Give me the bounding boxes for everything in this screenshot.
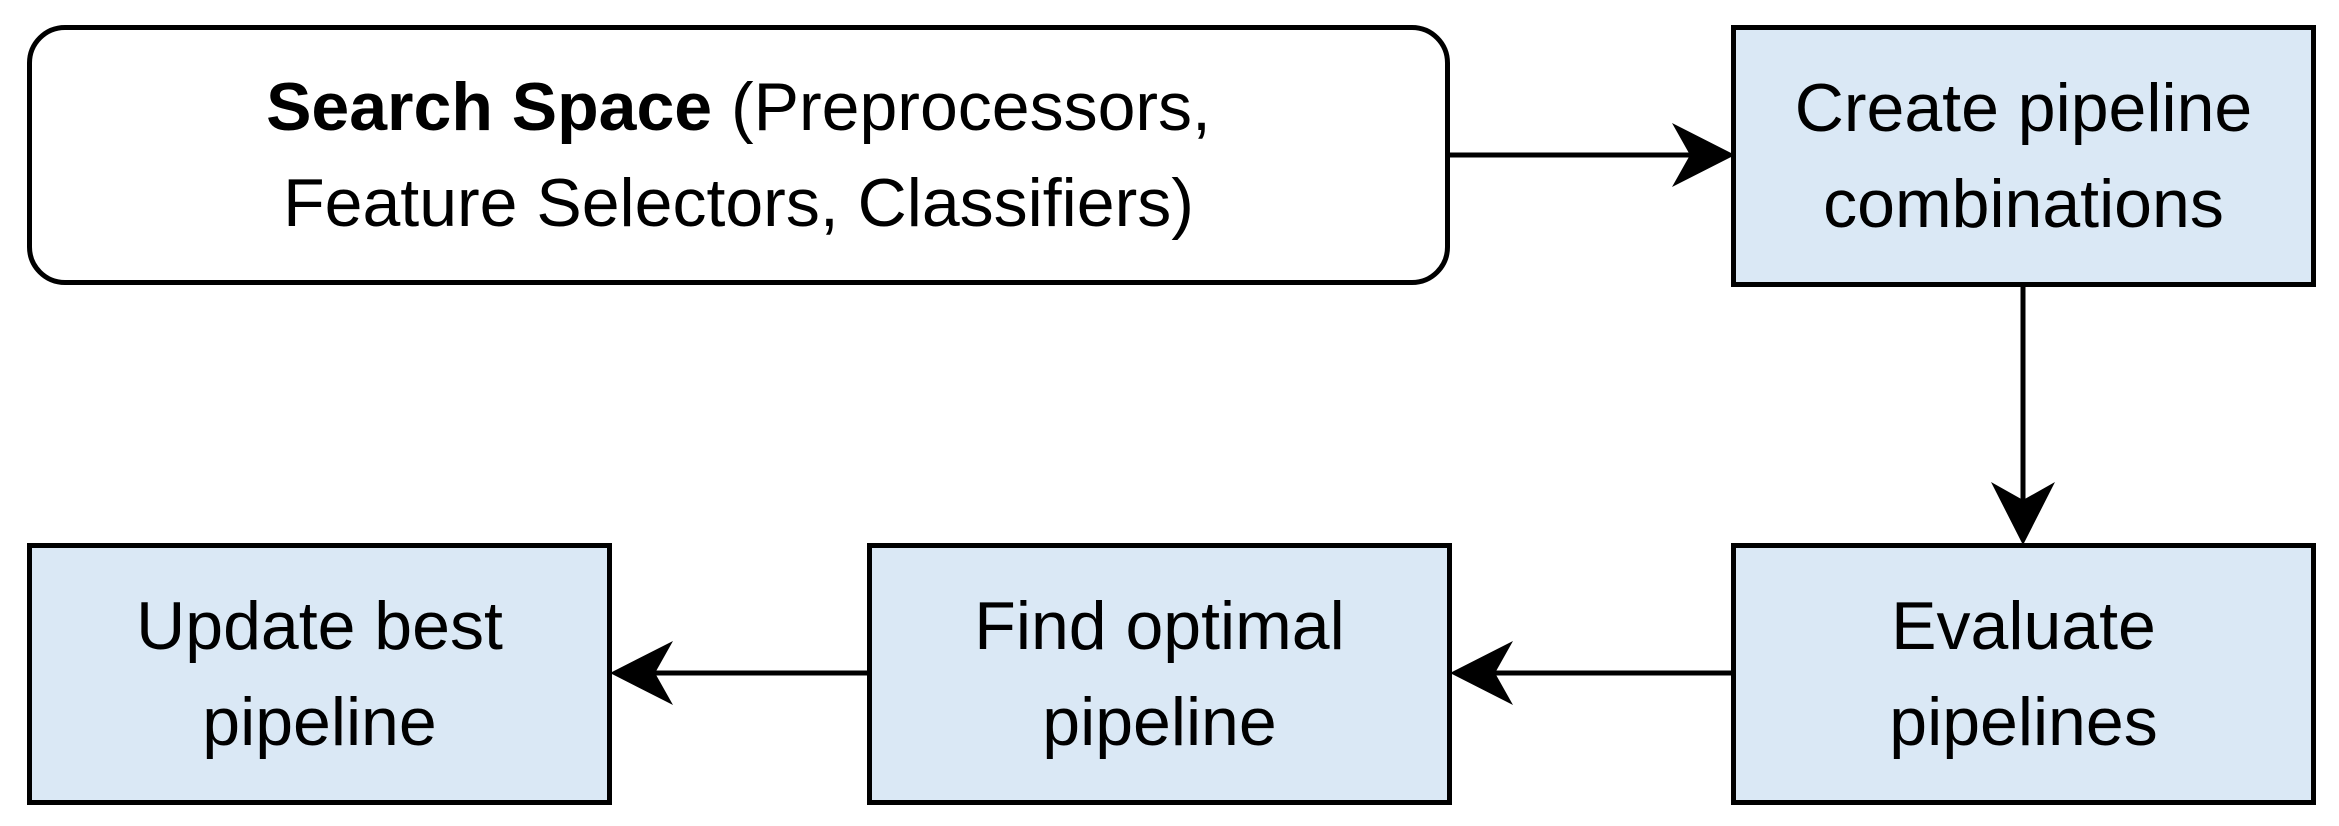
update-best-node: Update best pipeline: [27, 543, 612, 805]
search-space-subtitle: (Preprocessors,: [712, 69, 1211, 145]
find-optimal-node: Find optimal pipeline: [867, 543, 1452, 805]
search-space-line-2: Feature Selectors, Classifiers): [283, 165, 1194, 241]
search-space-title: Search Space: [266, 69, 713, 145]
find-optimal-line-2: pipeline: [1042, 684, 1277, 760]
update-best-line-2: pipeline: [202, 684, 437, 760]
create-pipeline-line-1: Create pipeline: [1794, 70, 2253, 146]
edge-search-to-create: [1450, 123, 1735, 187]
create-pipeline-node: Create pipeline combinations: [1731, 25, 2316, 287]
update-best-line-1: Update best: [136, 588, 503, 664]
create-pipeline-line-2: combinations: [1823, 166, 2224, 242]
evaluate-line-1: Evaluate: [1891, 588, 2156, 664]
evaluate-pipelines-node: Evaluate pipelines: [1731, 543, 2316, 805]
search-space-line-1: Search Space (Preprocessors,: [266, 59, 1211, 155]
edge-create-to-evaluate: [1991, 287, 2055, 545]
evaluate-line-2: pipelines: [1889, 684, 2158, 760]
search-space-node: Search Space (Preprocessors, Feature Sel…: [27, 25, 1450, 285]
edge-evaluate-to-find: [1450, 641, 1734, 705]
find-optimal-line-1: Find optimal: [974, 588, 1345, 664]
edge-find-to-update: [610, 641, 869, 705]
